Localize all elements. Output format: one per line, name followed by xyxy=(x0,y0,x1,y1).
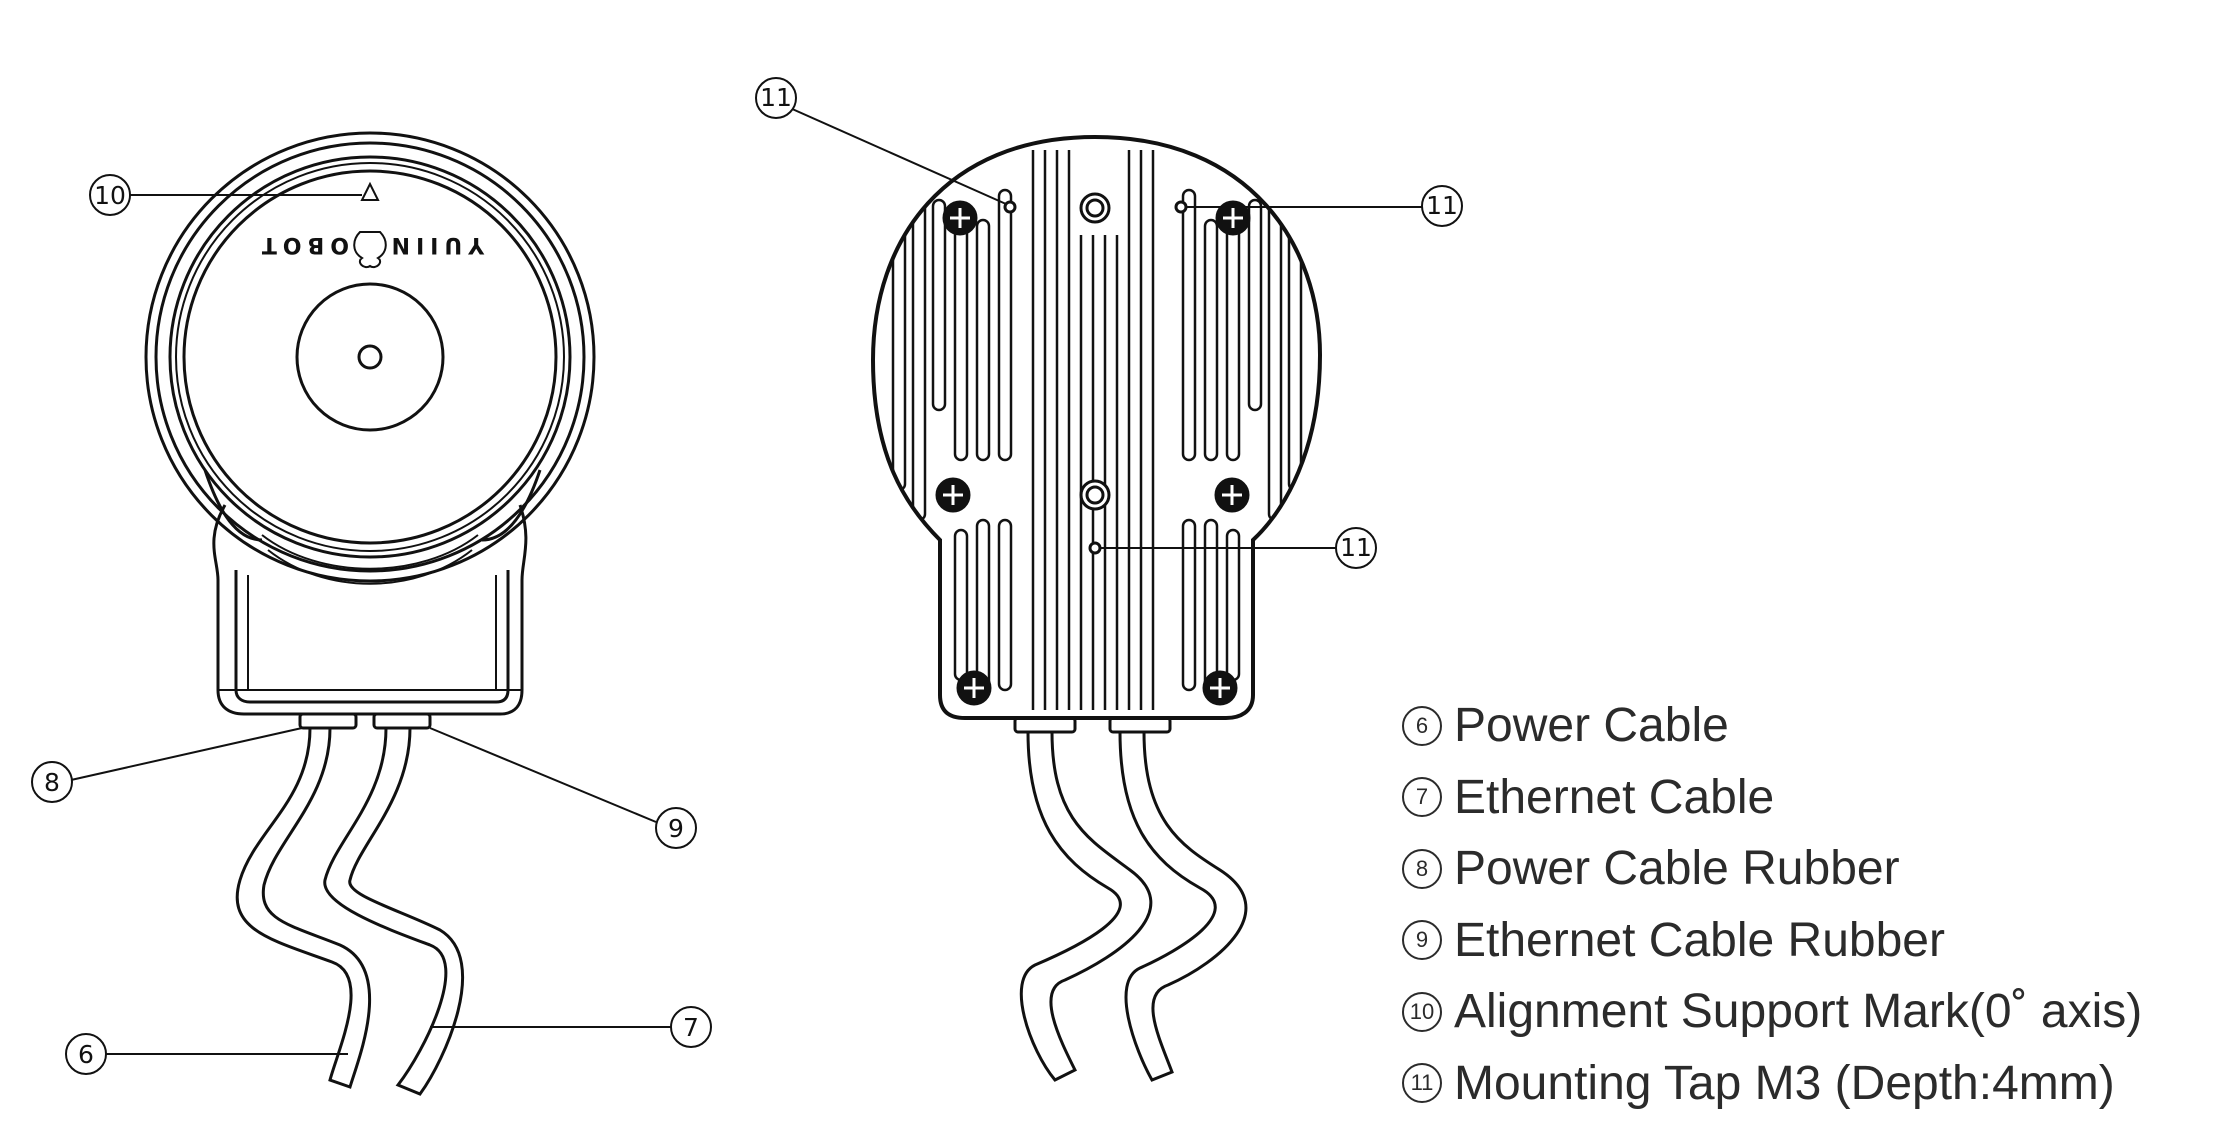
callout-11-middle xyxy=(1335,527,1377,569)
svg-text:11: 11 xyxy=(760,83,792,112)
mounting-screws xyxy=(935,200,1251,706)
legend-item: 9 Ethernet Cable Rubber xyxy=(1402,905,2142,977)
legend-item: 8 Power Cable Rubber xyxy=(1402,833,2142,905)
svg-text:6: 6 xyxy=(78,1040,94,1069)
output-hub xyxy=(295,282,445,432)
back-view xyxy=(870,134,1323,1082)
mounting-tap-icon xyxy=(1088,541,1102,555)
legend-item: 7 Ethernet Cable xyxy=(1402,762,2142,834)
legend-number: 9 xyxy=(1402,920,1442,961)
legend-label: Mounting Tap M3 (Depth:4mm) xyxy=(1454,1056,2115,1110)
callout-9 xyxy=(655,807,697,849)
legend: 6 Power Cable 7 Ethernet Cable 8 Power Cabl… xyxy=(1402,690,2142,1119)
callout-7 xyxy=(670,1006,712,1048)
legend-label: Power Cable Rubber xyxy=(1454,842,1900,896)
legend-label: Power Cable xyxy=(1454,699,1729,753)
mounting-tap-icon xyxy=(1174,200,1188,214)
mounting-tap-icon xyxy=(1003,200,1017,214)
legend-number: 7 xyxy=(1402,777,1442,818)
svg-text:11: 11 xyxy=(1340,533,1372,562)
alignment-mark-icon xyxy=(360,181,380,201)
legend-item: 11 Mounting Tap M3 (Depth:4mm) xyxy=(1402,1048,2142,1120)
svg-text:10: 10 xyxy=(94,181,126,210)
legend-number: 8 xyxy=(1402,848,1442,889)
legend-number: 10 xyxy=(1402,991,1442,1032)
callout-10 xyxy=(89,174,131,216)
callout-11-right xyxy=(1421,185,1463,227)
legend-label: Alignment Support Mark(0˚ axis) xyxy=(1454,985,2143,1039)
ethernet-cable xyxy=(323,727,465,1096)
callout-11-top-left xyxy=(755,77,797,119)
callout-8 xyxy=(31,761,73,803)
legend-number: 11 xyxy=(1402,1063,1442,1104)
svg-text:8: 8 xyxy=(44,768,60,797)
svg-text:11: 11 xyxy=(1426,191,1458,220)
legend-label: Ethernet Cable Rubber xyxy=(1454,913,1945,967)
front-view: YUIIN ROBOT xyxy=(144,131,596,1096)
legend-label: Ethernet Cable xyxy=(1454,770,1775,824)
power-cable xyxy=(235,727,372,1089)
svg-text:9: 9 xyxy=(668,814,684,843)
actuator-outer-ring xyxy=(144,131,596,583)
legend-number: 6 xyxy=(1402,705,1442,746)
legend-item: 6 Power Cable xyxy=(1402,690,2142,762)
legend-item: 10 Alignment Support Mark(0˚ axis) xyxy=(1402,976,2142,1048)
callout-6 xyxy=(65,1033,107,1075)
svg-text:7: 7 xyxy=(683,1013,699,1042)
